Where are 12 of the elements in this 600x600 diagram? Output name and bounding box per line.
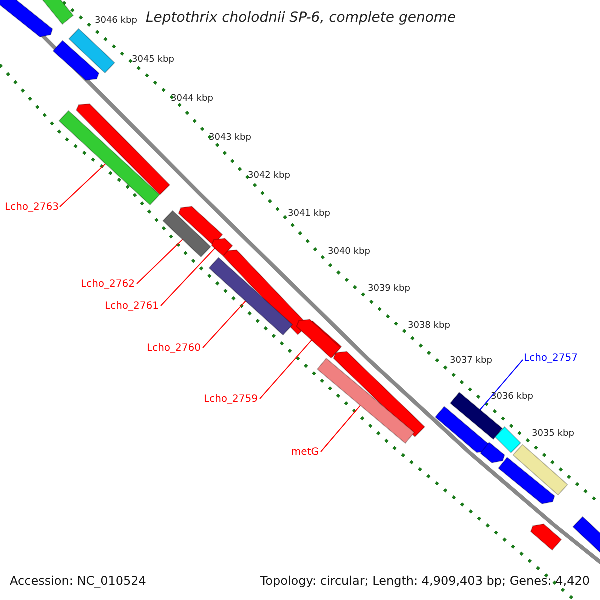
diagram-title: Leptothrix cholodnii SP-6, complete genome: [146, 11, 456, 25]
tick-label: 3039 kbp: [368, 285, 410, 294]
tick-label: 3046 kbp: [95, 17, 138, 26]
tick-label: 3041 kbp: [288, 210, 330, 219]
tick-label: 3045 kbp: [132, 56, 174, 65]
tick-label: 3040 kbp: [328, 248, 370, 257]
tick-label: 3042 kbp: [248, 172, 290, 181]
tick-label: 3036 kbp: [491, 393, 534, 402]
tick-label: 3043 kbp: [209, 134, 252, 143]
footer-text: Topology: circular; Length: 4,909,403 bp; Genes: 4,420: [260, 575, 590, 587]
footer-text: Accession: NC_010524: [10, 575, 146, 587]
tick-label: 3037 kbp: [450, 357, 492, 366]
